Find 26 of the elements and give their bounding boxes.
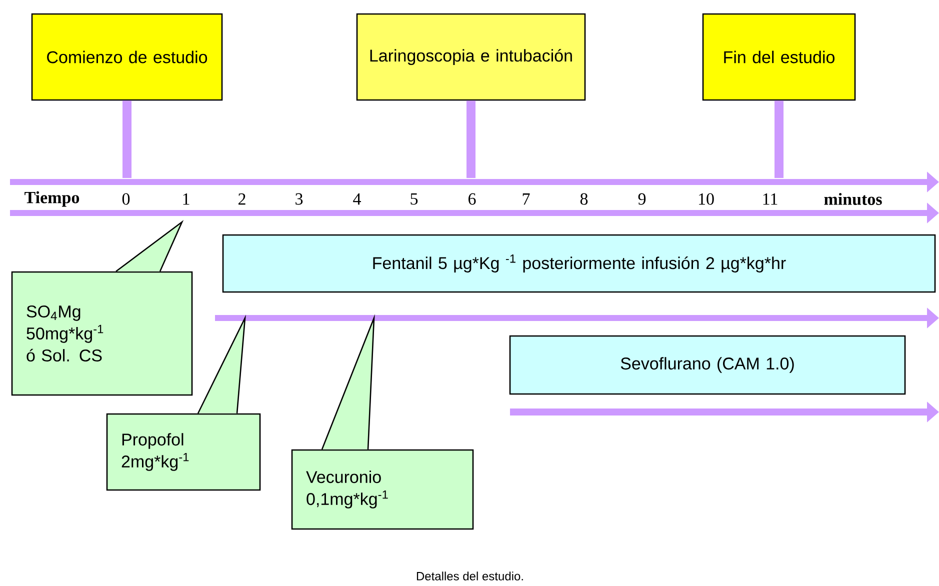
event-box: Laringoscopia e intubación: [356, 13, 586, 101]
event-box: Fin del estudio: [702, 13, 856, 101]
axis-label: 2: [238, 193, 246, 205]
axis-label: 0: [122, 193, 130, 205]
axis-label: 3: [296, 193, 303, 205]
callout-box: SO$_{4}$Mg 50mg*kg$^{-1}$ ó Sol. CS: [11, 220, 193, 396]
drug-box: Sevoflurano (CAM 1.0): [509, 335, 906, 395]
caption: Detalles del estudio.: [416, 572, 523, 580]
axis-label: Tiempo: [24, 191, 80, 207]
connector-bar: [122, 100, 132, 178]
callout-box: Propofol 2mg*kg$^{-1}$: [106, 314, 261, 491]
connector-bar: [774, 100, 784, 178]
axis-label: 1: [183, 193, 190, 205]
event-box: Comienzo de estudio: [31, 13, 223, 101]
axis-label: 7: [522, 193, 530, 205]
drug-box: Fentanil 5 µg*Kg $^{-1}$ posteriormente infusión 2 µg*kg*hr: [222, 234, 936, 293]
axis-label: 11: [763, 193, 778, 205]
axis-label: 5: [410, 193, 418, 205]
axis-label: 6: [468, 193, 476, 205]
connector-bar: [466, 100, 476, 178]
axis-label: minutos: [824, 193, 882, 205]
axis-label: 10: [699, 193, 714, 205]
callout-box: Vecuronio 0,1mg*kg$^{-1}$: [291, 314, 474, 530]
axis-label: 8: [580, 193, 588, 205]
axis-label: 9: [638, 193, 646, 205]
axis-label: 4: [353, 193, 361, 205]
